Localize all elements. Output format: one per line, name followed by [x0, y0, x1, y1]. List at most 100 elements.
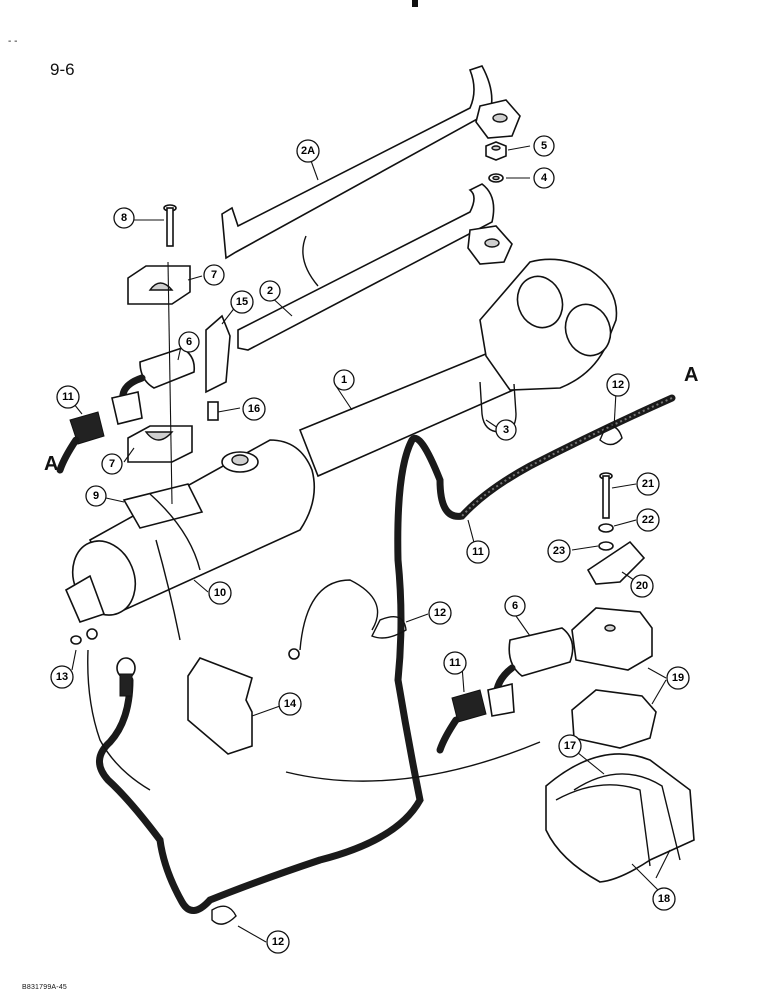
clamp-band-9	[122, 483, 204, 571]
washer-4	[488, 173, 504, 183]
svg-text:23: 23	[553, 545, 565, 557]
tie-strap-12-middle	[371, 616, 407, 639]
mounting-strap-17	[545, 753, 695, 883]
wiring-harness-11	[87, 394, 676, 914]
bracket-14	[187, 657, 253, 755]
terminal-13	[70, 628, 136, 697]
bolt-8	[163, 204, 177, 247]
tie-strap-12-bottom	[211, 905, 237, 925]
svg-text:12: 12	[272, 936, 284, 948]
callout-2: 2	[259, 280, 281, 302]
nut-5	[485, 141, 507, 161]
arm-2	[237, 183, 513, 351]
callout-7-upper: 7	[203, 264, 225, 286]
svg-text:17: 17	[564, 740, 576, 752]
svg-text:7: 7	[211, 269, 217, 281]
svg-text:11: 11	[472, 546, 484, 558]
svg-text:10: 10	[214, 587, 226, 599]
callout-15: 15	[230, 290, 254, 314]
cylinder-rod-1	[298, 258, 618, 478]
callout-9: 9	[85, 485, 107, 507]
assembly-curve	[285, 741, 541, 782]
callout-14: 14	[278, 692, 302, 716]
callout-12-middle: 12	[428, 601, 452, 625]
connector-label-a-right: A	[684, 364, 699, 386]
svg-text:12: 12	[612, 379, 624, 391]
callout-12-right: 12	[606, 373, 630, 397]
svg-text:16: 16	[248, 403, 260, 415]
document-code: B831799A-45	[22, 984, 68, 991]
callout-7-lower: 7	[101, 453, 123, 475]
svg-text:5: 5	[541, 140, 547, 152]
svg-text:22: 22	[642, 514, 654, 526]
callout-8: 8	[113, 207, 135, 229]
bracket-15	[205, 314, 231, 394]
callout-6-upper: 6	[178, 331, 200, 353]
callout-18: 18	[652, 887, 676, 911]
svg-text:18: 18	[658, 893, 670, 905]
svg-text:11: 11	[62, 391, 74, 403]
lock-washer-22	[598, 523, 614, 533]
svg-text:2: 2	[267, 285, 273, 297]
arm-2a	[221, 65, 521, 260]
callout-23: 23	[547, 539, 571, 563]
ground-lead	[299, 579, 379, 651]
callout-20: 20	[630, 574, 654, 598]
connector-label-a-left: A	[44, 453, 59, 475]
washer-23	[598, 541, 614, 551]
corner-mark: - -	[8, 36, 18, 47]
svg-text:19: 19	[672, 672, 684, 684]
bracket-20	[586, 540, 646, 585]
sensor-6-upper	[111, 347, 196, 425]
svg-text:12: 12	[434, 607, 446, 619]
svg-text:15: 15	[236, 296, 248, 308]
svg-text:21: 21	[642, 478, 654, 490]
screw-16	[207, 401, 219, 421]
callout-10: 10	[208, 581, 232, 605]
bolt-21	[599, 472, 613, 519]
svg-text:8: 8	[121, 212, 127, 224]
clamp-7-lower	[127, 425, 193, 463]
cylinder-barrel	[64, 439, 316, 641]
callout-3: 3	[495, 419, 517, 441]
svg-text:1: 1	[341, 374, 347, 386]
connector-11-lower	[436, 689, 487, 754]
callout-11-upper: 11	[56, 385, 80, 409]
callout-12-bottom: 12	[266, 930, 290, 954]
assembly-curve	[302, 235, 319, 287]
callout-13: 13	[50, 665, 74, 689]
svg-text:14: 14	[284, 698, 297, 710]
callout-5: 5	[533, 135, 555, 157]
clamp-7-upper	[127, 265, 191, 305]
connector-11-upper	[56, 411, 105, 474]
callout-2a: 2A	[296, 139, 320, 163]
callout-16: 16	[242, 397, 266, 421]
svg-text:9: 9	[93, 490, 99, 502]
callout-17: 17	[558, 734, 582, 758]
svg-text:3: 3	[503, 424, 509, 436]
svg-text:2A: 2A	[301, 145, 315, 157]
mount-block-19-upper	[571, 607, 653, 671]
svg-text:4: 4	[541, 172, 548, 184]
callout-1: 1	[333, 369, 355, 391]
svg-text:6: 6	[512, 600, 518, 612]
callout-21: 21	[636, 472, 660, 496]
callout-19: 19	[666, 666, 690, 690]
callout-6-lower: 6	[504, 595, 526, 617]
svg-text:6: 6	[186, 336, 192, 348]
mount-block-19-lower	[571, 689, 657, 749]
svg-text:20: 20	[636, 580, 648, 592]
svg-text:13: 13	[56, 671, 68, 683]
svg-text:11: 11	[449, 657, 461, 669]
page-number: 9-6	[50, 60, 75, 79]
callout-11-harness: 11	[466, 540, 490, 564]
callout-11-lower: 11	[443, 651, 467, 675]
tie-strap-12-right	[599, 425, 623, 446]
svg-text:7: 7	[109, 458, 115, 470]
sensor-6-lower	[487, 627, 574, 717]
top-edge-mark	[412, 0, 418, 7]
ground-lead-ring	[288, 648, 300, 660]
callout-22: 22	[636, 508, 660, 532]
callout-4: 4	[533, 167, 555, 189]
